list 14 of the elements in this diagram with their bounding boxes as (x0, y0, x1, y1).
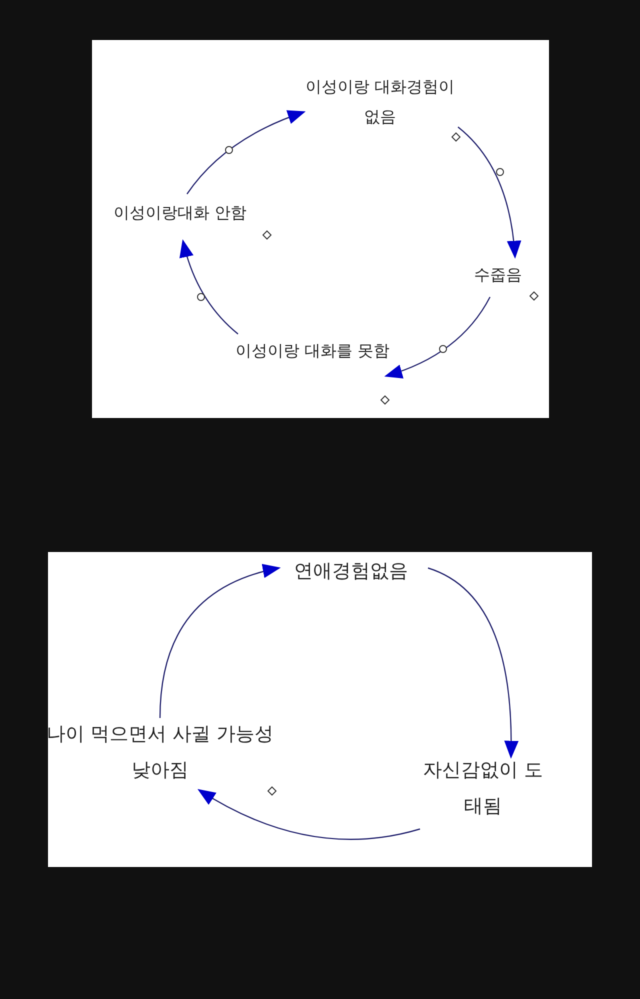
node-label: 이성이랑 대화경험이없음 (300, 72, 460, 133)
arrow (458, 126, 521, 259)
arrow (159, 564, 281, 718)
arrow (186, 110, 306, 194)
node-label: 이성이랑 대화를 못함 (230, 336, 395, 366)
node-label: 자신감없이 도태됨 (418, 752, 548, 824)
node-label: 연애경험없음 (276, 553, 426, 590)
node-label: 나이 먹으면서 사귈 가능성 낮아짐 (45, 716, 275, 788)
arrow (428, 567, 518, 759)
arrow (180, 239, 238, 334)
arrow (197, 789, 420, 840)
node-label: 이성이랑대화 안함 (90, 198, 270, 228)
node-label: 수줍음 (460, 260, 536, 290)
arrow (384, 296, 491, 378)
